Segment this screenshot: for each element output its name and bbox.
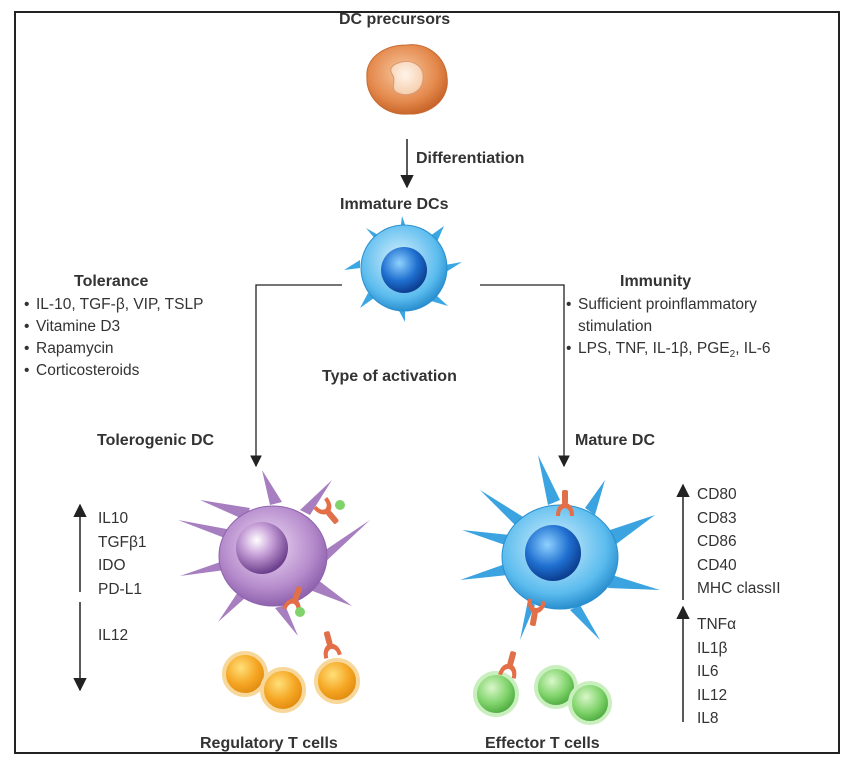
dc-precursors-label: DC precursors: [339, 11, 451, 28]
upregulated-factor: IL10: [98, 510, 129, 527]
activation-branches: [250, 284, 570, 468]
tolerogenic-dc-cell: [178, 470, 370, 636]
immunity-item: LPS, TNF, IL-1β, PGE2, IL-6: [566, 338, 771, 366]
immature-dc-cell: [344, 216, 462, 322]
upregulated-factor: TGFβ1: [98, 533, 147, 551]
effector-t-cells-label: Effector T cells: [485, 735, 600, 752]
marker: MHC classII: [697, 580, 781, 597]
tolerogenic-dc-label: Tolerogenic DC: [97, 432, 215, 449]
dc-precursor-cell: [366, 44, 448, 115]
mature-dc-label: Mature DC: [575, 432, 656, 449]
regulatory-t-cells-label: Regulatory T cells: [200, 735, 338, 752]
marker: CD80: [697, 486, 737, 503]
immature-dcs-label: Immature DCs: [340, 196, 449, 213]
marker: CD83: [697, 509, 737, 527]
tolerogenic-downregulated-list: IL12: [98, 624, 128, 648]
mature-dc-cell: [460, 455, 660, 640]
upregulated-factor: IDO: [98, 557, 126, 574]
figure-frame: [14, 11, 840, 754]
effector-t-cells: [473, 649, 612, 725]
type-of-activation-label: Type of activation: [322, 368, 457, 385]
mature-cytokines-list: TNFα IL1β IL6 IL12 IL8: [697, 613, 736, 731]
marker: CD86: [697, 533, 737, 550]
cytokine: IL8: [697, 710, 719, 727]
cytokine: TNFα: [697, 616, 737, 633]
regulatory-t-cells: [222, 629, 360, 713]
tolerance-item: Corticosteroids: [24, 360, 203, 382]
marker: CD40: [697, 556, 737, 574]
tolerance-item: Vitamine D3: [24, 316, 203, 338]
tolerogenic-upregulated-list: IL10 TGFβ1 IDO PD-L1: [98, 507, 147, 601]
tolerance-item: IL-10, TGF-β, VIP, TSLP: [24, 294, 203, 316]
downregulated-factor: IL12: [98, 627, 129, 644]
cytokine: IL6: [697, 663, 719, 680]
differentiation-label: Differentiation: [416, 150, 525, 167]
mature-markers-list: CD80 CD83 CD86 CD40 MHC classII: [697, 483, 781, 601]
tolerance-item: Rapamycin: [24, 338, 203, 360]
tolerance-label: Tolerance: [74, 273, 149, 290]
tolerance-list: IL-10, TGF-β, VIP, TSLP Vitamine D3 Rapa…: [24, 294, 203, 382]
upregulated-factor: PD-L1: [98, 580, 142, 598]
cytokine: IL12: [697, 686, 728, 704]
cytokine: IL1β: [697, 639, 728, 657]
immunity-label: Immunity: [620, 273, 692, 290]
